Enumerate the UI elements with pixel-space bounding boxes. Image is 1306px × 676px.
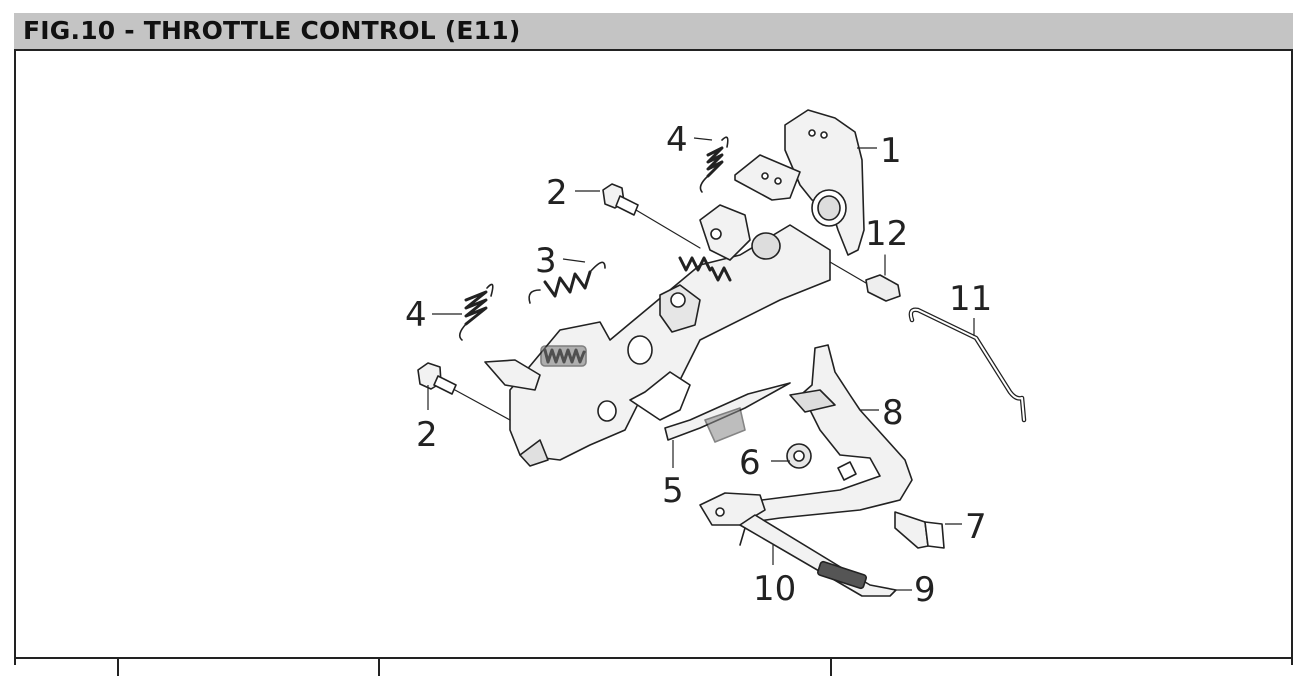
table-column-divider xyxy=(830,657,832,676)
part-11-throttle-rod xyxy=(908,307,1027,423)
callout-8: 8 xyxy=(882,393,904,433)
callout-9: 9 xyxy=(914,570,936,610)
callout-2-left: 2 xyxy=(416,415,438,455)
frame-right-border xyxy=(1291,51,1293,665)
part-12-cable-clip xyxy=(829,254,901,302)
callout-numbers: 1 2 2 3 4 4 5 6 7 8 9 10 11 12 xyxy=(405,120,992,610)
frame-bottom-border xyxy=(14,657,1293,659)
part-4-spring-left xyxy=(458,283,494,341)
callout-10: 10 xyxy=(753,569,796,609)
figure-header: FIG.10 - THROTTLE CONTROL (E11) xyxy=(14,13,1293,51)
table-column-divider xyxy=(378,657,380,676)
callout-11: 11 xyxy=(949,279,992,319)
part-2-bolt-top xyxy=(602,183,701,249)
part-3-spring xyxy=(528,261,606,304)
frame-left-border xyxy=(14,51,16,665)
callout-2-top: 2 xyxy=(546,173,568,213)
callout-4-top: 4 xyxy=(666,120,688,160)
callout-1: 1 xyxy=(880,131,902,171)
callout-12: 12 xyxy=(865,214,908,254)
callout-7: 7 xyxy=(965,507,987,547)
base-spring-set xyxy=(540,256,732,367)
part-9-spring xyxy=(816,560,868,590)
part-7-pin xyxy=(894,511,945,549)
part-5-spring xyxy=(664,382,791,443)
part-4-spring-top xyxy=(699,136,729,193)
callout-5: 5 xyxy=(662,471,684,511)
callout-6: 6 xyxy=(739,443,761,483)
leader-lines xyxy=(427,137,975,591)
base-plate xyxy=(484,204,831,467)
table-column-divider xyxy=(117,657,119,676)
figure-title: FIG.10 - THROTTLE CONTROL (E11) xyxy=(23,16,521,45)
part-2-bolt-left xyxy=(417,362,511,421)
part-1-bracket xyxy=(734,109,865,256)
part-6-nut xyxy=(786,443,812,469)
callout-3: 3 xyxy=(535,241,557,281)
part-8-throttle-lever xyxy=(737,344,913,523)
callout-4-left: 4 xyxy=(405,295,427,335)
